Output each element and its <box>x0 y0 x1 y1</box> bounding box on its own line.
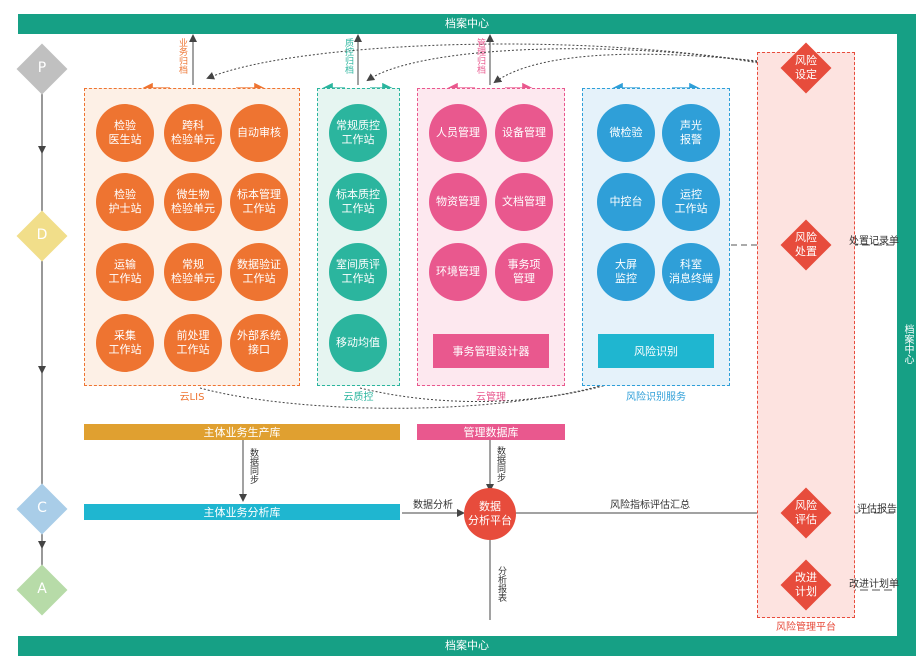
risk-setting-label: 风险 设定 <box>795 54 817 81</box>
qc-item-1[interactable]: 标本质控 工作站 <box>329 173 387 231</box>
pdca-c-label: C <box>37 500 47 516</box>
analysis-out-label: 风险指标评估汇总 <box>610 500 690 511</box>
sync-label: 数据同步 <box>248 448 258 484</box>
lis-item-0[interactable]: 检验 医生站 <box>96 104 154 162</box>
qc-item-3[interactable]: 移动均值 <box>329 314 387 372</box>
lis-item-10[interactable]: 前处理 工作站 <box>164 314 222 372</box>
analysis-db-bar: 主体业务分析库 <box>84 504 400 520</box>
analysis-platform-node[interactable]: 数据 分析平台 <box>464 488 516 540</box>
lis-item-8[interactable]: 数据验证 工作站 <box>230 243 288 301</box>
mgmt-item-3[interactable]: 文档管理 <box>495 173 553 231</box>
lis-item-9[interactable]: 采集 工作站 <box>96 314 154 372</box>
lis-item-5[interactable]: 标本管理 工作站 <box>230 173 288 231</box>
lis-item-4[interactable]: 微生物 检验单元 <box>164 173 222 231</box>
production-db-bar: 主体业务生产库 <box>84 424 400 440</box>
qc-archive-label: 质控归档 <box>343 38 353 74</box>
mgmt-item-4[interactable]: 环境管理 <box>429 243 487 301</box>
improvement-plan-label: 改进 计划 <box>795 571 817 598</box>
mgmt-archive-label: 管理归档 <box>475 38 485 74</box>
risk-id-panel-label: 风险识别服务 <box>626 392 686 403</box>
archive-right-label: 档案中心 <box>902 324 913 364</box>
risk-id-button[interactable]: 风险识别 <box>598 334 714 368</box>
mgmt-panel-label: 云管理 <box>476 392 506 403</box>
risk-id-item-0[interactable]: 微检验 <box>597 104 655 162</box>
lis-item-11[interactable]: 外部系统 接口 <box>230 314 288 372</box>
archive-bar-right: 档案中心 <box>897 34 916 636</box>
output-disposal-record: 处置记录单 <box>849 236 899 247</box>
risk-id-item-1[interactable]: 声光 报警 <box>662 104 720 162</box>
mgmt-item-1[interactable]: 设备管理 <box>495 104 553 162</box>
management-db-bar: 管理数据库 <box>417 424 565 440</box>
risk-id-item-2[interactable]: 中控台 <box>597 173 655 231</box>
lis-item-7[interactable]: 常规 检验单元 <box>164 243 222 301</box>
pdca-a-label: A <box>37 581 47 597</box>
qc-item-2[interactable]: 室间质评 工作站 <box>329 243 387 301</box>
output-assessment-report: 评估报告 <box>857 504 897 515</box>
risk-id-item-5[interactable]: 科室 消息终端 <box>662 243 720 301</box>
archive-bottom-label: 档案中心 <box>445 639 489 652</box>
lis-item-1[interactable]: 跨科 检验单元 <box>164 104 222 162</box>
mgmt-designer-button[interactable]: 事务管理设计器 <box>433 334 549 368</box>
mgmt-sync-label: 数据同步 <box>495 446 505 482</box>
qc-item-0[interactable]: 常规质控 工作站 <box>329 104 387 162</box>
pdca-d-label: D <box>36 227 48 243</box>
archive-top-label: 档案中心 <box>445 17 489 30</box>
mgmt-item-2[interactable]: 物资管理 <box>429 173 487 231</box>
qc-panel-label: 云质控 <box>343 392 374 403</box>
risk-id-item-4[interactable]: 大屏 监控 <box>597 243 655 301</box>
risk-assessment-label: 风险 评估 <box>795 499 817 526</box>
lis-archive-label: 业务归档 <box>177 38 187 74</box>
risk-platform-label: 风险管理平台 <box>776 622 836 633</box>
mgmt-item-5[interactable]: 事务项 管理 <box>495 243 553 301</box>
output-improvement-plan: 改进计划单 <box>849 579 899 590</box>
archive-bar-bottom: 档案中心 <box>18 636 916 656</box>
risk-id-item-3[interactable]: 运控 工作站 <box>662 173 720 231</box>
risk-handling-label: 风险 处置 <box>795 231 817 258</box>
lis-item-6[interactable]: 运输 工作站 <box>96 243 154 301</box>
mgmt-item-0[interactable]: 人员管理 <box>429 104 487 162</box>
analysis-report-label: 分析报表 <box>496 566 506 602</box>
pdca-p-label: P <box>37 60 47 76</box>
lis-item-2[interactable]: 自动审核 <box>230 104 288 162</box>
lis-panel-label: 云LIS <box>179 392 205 403</box>
archive-bar-top: 档案中心 <box>18 14 916 34</box>
lis-item-3[interactable]: 检验 护士站 <box>96 173 154 231</box>
analysis-in-label: 数据分析 <box>413 500 453 511</box>
